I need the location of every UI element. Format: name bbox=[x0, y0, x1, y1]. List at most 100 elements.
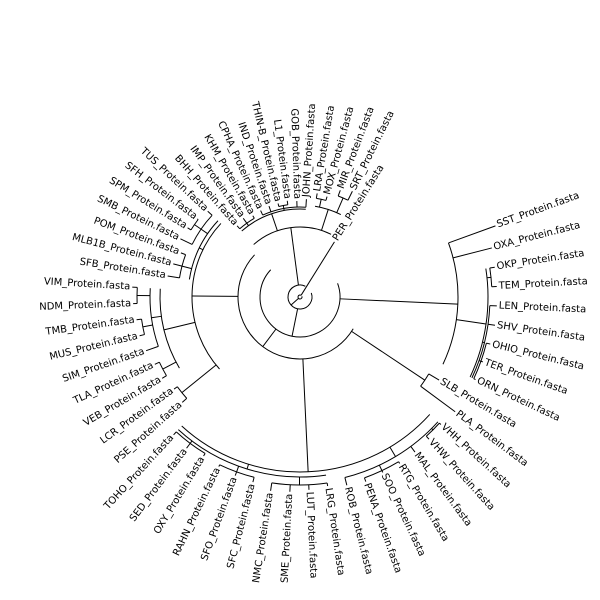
tip-branch bbox=[305, 199, 307, 208]
tree-branches bbox=[132, 190, 497, 492]
tip-branch bbox=[139, 334, 145, 337]
internal-branch bbox=[378, 464, 383, 471]
internal-branch bbox=[290, 227, 299, 286]
clade-arc bbox=[469, 268, 489, 378]
internal-branch bbox=[163, 321, 196, 331]
tip-branch bbox=[410, 446, 416, 453]
tip-branch bbox=[173, 431, 177, 436]
internal-branch bbox=[181, 265, 192, 270]
tip-branch bbox=[236, 225, 241, 230]
tip-label: GOB_Protein.fasta bbox=[288, 108, 302, 199]
clade-arc bbox=[442, 242, 459, 365]
tip-label: TEM_Protein.fasta bbox=[497, 276, 588, 292]
tip-branch bbox=[234, 471, 238, 476]
tip-branch bbox=[337, 190, 341, 197]
tip-branch bbox=[186, 443, 191, 449]
tip-branch bbox=[381, 470, 384, 473]
tip-branch bbox=[452, 247, 492, 259]
internal-branch bbox=[321, 209, 329, 231]
tip-branch bbox=[260, 210, 264, 216]
clade-arc bbox=[338, 195, 349, 201]
tip-branch bbox=[173, 386, 178, 390]
clade-arc bbox=[344, 421, 439, 478]
internal-branch bbox=[336, 197, 344, 213]
internal-branch bbox=[200, 228, 208, 235]
internal-branch bbox=[199, 247, 204, 251]
clade-arc bbox=[259, 269, 341, 338]
tip-branch bbox=[180, 238, 193, 245]
clade-arc bbox=[219, 464, 255, 478]
clade-arc bbox=[471, 305, 491, 379]
tip-branch bbox=[277, 203, 280, 207]
clade-arc bbox=[176, 386, 188, 399]
tip-label: LUT_Protein.fasta bbox=[304, 492, 319, 579]
internal-branch bbox=[389, 446, 396, 457]
internal-branch bbox=[456, 319, 487, 325]
tip-branch bbox=[203, 453, 206, 457]
tip-branch bbox=[398, 461, 401, 464]
internal-branch bbox=[142, 324, 153, 328]
tip-label: SME_Protein.fasta bbox=[280, 493, 296, 583]
clade-arc bbox=[271, 482, 328, 486]
internal-branch bbox=[339, 298, 458, 305]
clade-arc bbox=[425, 422, 440, 437]
tip-branch bbox=[136, 318, 142, 321]
internal-branch bbox=[151, 315, 162, 319]
tip-label: SHV_Protein.fasta bbox=[496, 320, 586, 344]
tip-label: NMC_Protein.fasta bbox=[251, 492, 276, 584]
tip-branch bbox=[145, 345, 159, 352]
tip-branch bbox=[489, 266, 495, 269]
internal-branch bbox=[271, 213, 278, 231]
internal-branch bbox=[351, 330, 426, 381]
clade-arc bbox=[181, 414, 431, 473]
internal-branch bbox=[181, 364, 217, 394]
tip-branch bbox=[181, 397, 188, 403]
tip-label: VIM_Protein.fasta bbox=[44, 276, 131, 292]
internal-branch bbox=[246, 464, 250, 470]
tip-branch bbox=[344, 477, 348, 486]
tip-branch bbox=[473, 378, 476, 381]
tip-label: LEN_Protein.fasta bbox=[499, 301, 587, 316]
internal-branch bbox=[302, 358, 309, 472]
tip-branch bbox=[286, 200, 289, 205]
internal-branch bbox=[291, 308, 299, 337]
clade-arc bbox=[188, 220, 219, 280]
tip-branch bbox=[252, 215, 255, 219]
internal-branch bbox=[262, 328, 277, 347]
internal-branch bbox=[189, 440, 193, 444]
tip-branch bbox=[167, 275, 180, 279]
tip-branch bbox=[439, 422, 442, 425]
tip-branch bbox=[347, 191, 353, 201]
tip-branch bbox=[218, 464, 221, 467]
clade-arc bbox=[262, 206, 306, 216]
tip-branch bbox=[154, 361, 160, 365]
tip-branch bbox=[420, 385, 456, 413]
internal-branch bbox=[162, 361, 177, 370]
tip-branch bbox=[487, 323, 496, 326]
internal-branch bbox=[194, 224, 202, 230]
internal-branch bbox=[246, 222, 249, 226]
clade-arc bbox=[364, 461, 399, 479]
tip-branch bbox=[207, 210, 213, 216]
clade-arc bbox=[287, 284, 313, 310]
tip-branch bbox=[161, 375, 167, 379]
clade-arc bbox=[253, 226, 332, 245]
tip-branch bbox=[180, 252, 186, 256]
clade-arc bbox=[177, 429, 327, 478]
internal-branch bbox=[290, 297, 299, 306]
clade-arc bbox=[159, 288, 180, 369]
internal-branch bbox=[318, 199, 322, 208]
clade-arc bbox=[191, 223, 222, 370]
clade-arc bbox=[241, 208, 306, 232]
tip-label: LRG_Protein.fasta bbox=[322, 487, 346, 576]
clade-arc bbox=[297, 294, 303, 300]
tip-branch bbox=[448, 225, 496, 244]
tip-branch bbox=[425, 435, 430, 440]
internal-branch bbox=[282, 205, 285, 209]
clade-arc bbox=[149, 288, 159, 347]
clade-arc bbox=[420, 373, 430, 387]
tip-branch bbox=[428, 373, 440, 381]
clade-arc bbox=[314, 205, 342, 216]
tip-branch bbox=[197, 218, 199, 220]
